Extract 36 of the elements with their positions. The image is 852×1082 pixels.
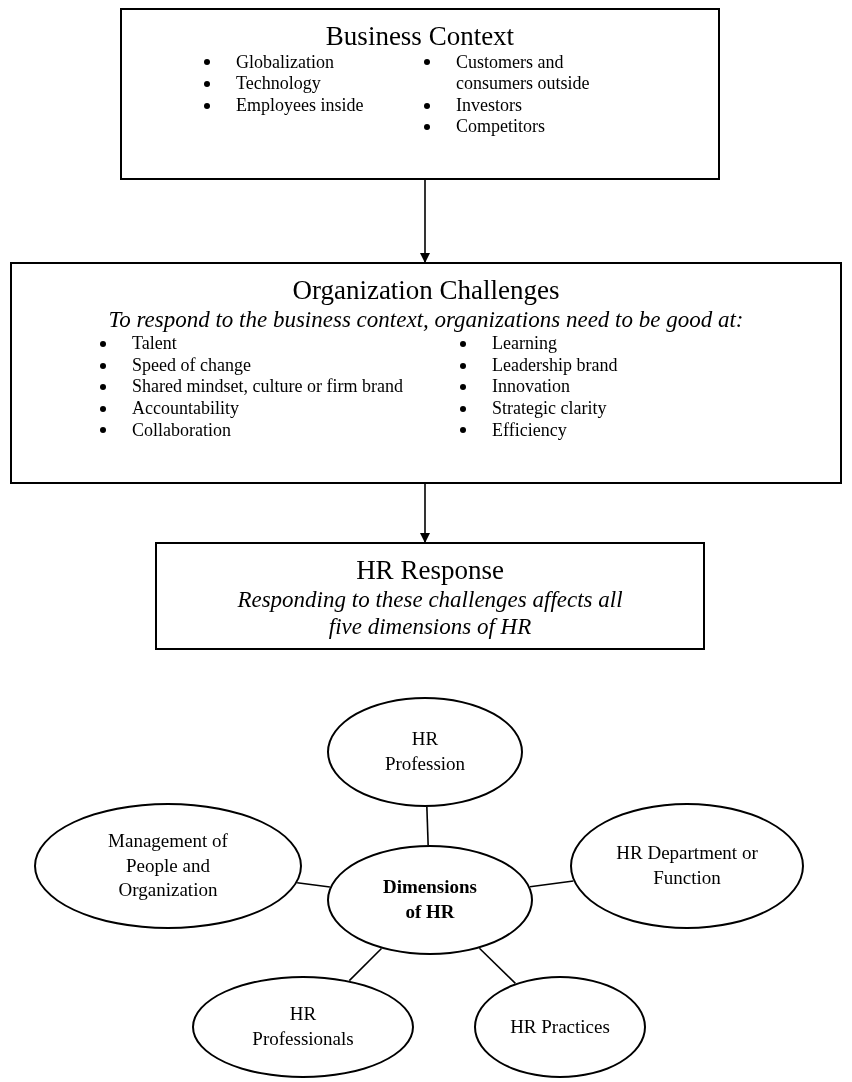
bullet-item: Innovation <box>492 376 570 399</box>
arrow <box>420 179 430 263</box>
bullet-item: Strategic clarity <box>492 398 607 420</box>
bullet-item: Globalization <box>236 51 334 74</box>
connector-line <box>478 947 517 985</box>
arrow <box>420 483 430 543</box>
bullet-item: Shared mindset, culture or firm brand <box>132 376 403 399</box>
node-label: Management of People and Organization <box>107 828 229 903</box>
process-box <box>155 542 705 650</box>
bullet-item: Customers and consumers outside <box>456 51 591 95</box>
box-title: Organization Challenges <box>292 276 560 306</box>
node-label: HR Department or Function <box>615 841 759 890</box>
bullet-item: Collaboration <box>132 419 231 442</box>
bullet-item: Efficiency <box>492 419 567 442</box>
box-subtitle: Responding to these challenges affects all five dimensions of HR <box>236 585 624 641</box>
node-label: HR Professionals <box>251 1002 355 1051</box>
bullet-item: Competitors <box>456 116 545 139</box>
box-title: HR Response <box>356 556 504 586</box>
bullet-item: Investors <box>456 94 522 117</box>
node-label: Dimensions of HR <box>382 875 478 924</box>
bullet-item: Speed of change <box>132 354 251 377</box>
process-box <box>10 262 842 484</box>
box-title: Business Context <box>325 22 515 52</box>
bullet-item: Employees inside <box>236 94 364 117</box>
bullet-item: Leadership brand <box>492 354 618 377</box>
connector-line <box>348 947 383 982</box>
connector-line <box>296 881 331 888</box>
node-label: HR Profession <box>383 727 467 776</box>
process-box <box>120 8 720 180</box>
box-subtitle: To respond to the business context, organizations need to be good at: <box>107 305 745 334</box>
node-label: HR Practices <box>510 1014 610 1039</box>
connector-line <box>426 806 429 846</box>
bullet-item: Technology <box>236 73 321 95</box>
bullet-item: Learning <box>492 333 557 355</box>
bullet-item: Accountability <box>132 398 239 420</box>
bullet-item: Talent <box>132 333 177 355</box>
